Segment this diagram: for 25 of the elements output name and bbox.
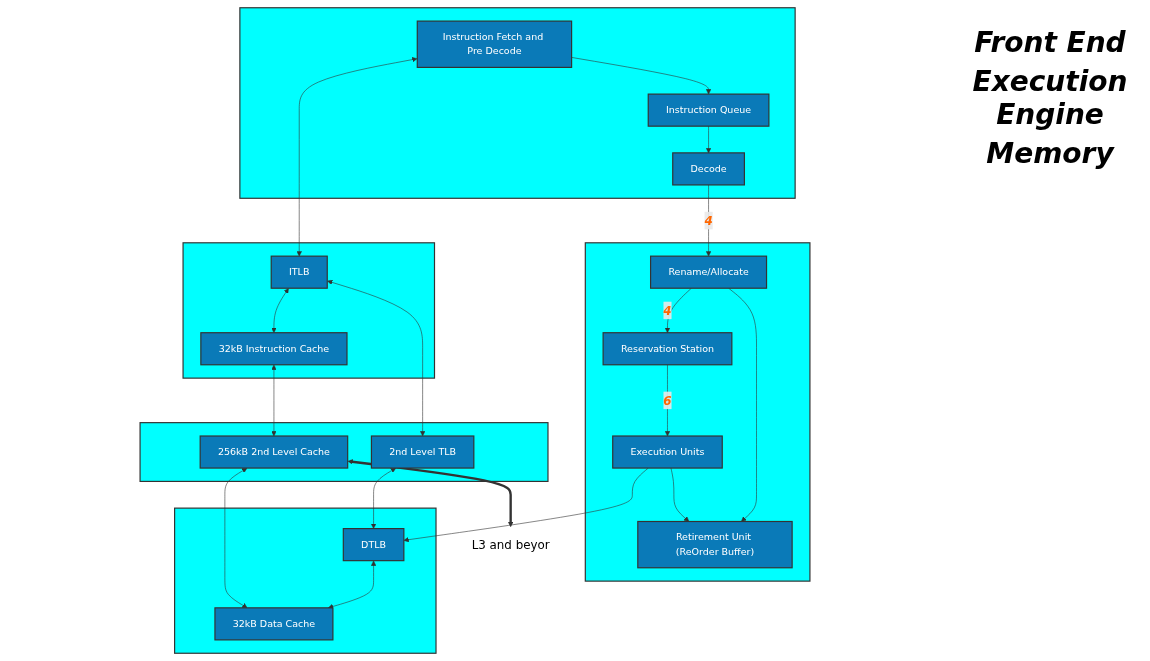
node-box: 32kB Data Cache	[214, 607, 334, 641]
node-text: L3 and beyor	[471, 537, 550, 552]
node-box: Instruction Queue	[647, 93, 770, 127]
edge-label: 4	[704, 213, 713, 228]
node-box: Instruction Fetch and Pre Decode	[416, 20, 573, 68]
edge-label: 6	[663, 393, 672, 408]
section-label: Front End	[973, 26, 1127, 59]
cluster	[239, 7, 796, 199]
node-box: Decode	[672, 152, 745, 186]
section-label: Execution Engine	[971, 65, 1129, 131]
cluster	[174, 507, 437, 654]
edge-label: 4	[663, 303, 672, 318]
node-box: DTLB	[342, 528, 405, 562]
node-box: 2nd Level TLB	[370, 435, 475, 469]
node-box: ITLB	[270, 255, 328, 289]
cluster	[584, 242, 811, 582]
section-label: Memory	[985, 137, 1116, 170]
node-box: Rename/Allocate	[650, 255, 768, 289]
node-box: Reservation Station	[602, 332, 733, 366]
cluster	[182, 242, 436, 379]
node-box: Execution Units	[612, 435, 723, 469]
node-box: 32kB Instruction Cache	[200, 332, 348, 366]
node-box: 256kB 2nd Level Cache	[199, 435, 349, 469]
cluster	[139, 422, 549, 482]
node-box: Retirement Unit (ReOrder Buffer)	[637, 520, 793, 569]
